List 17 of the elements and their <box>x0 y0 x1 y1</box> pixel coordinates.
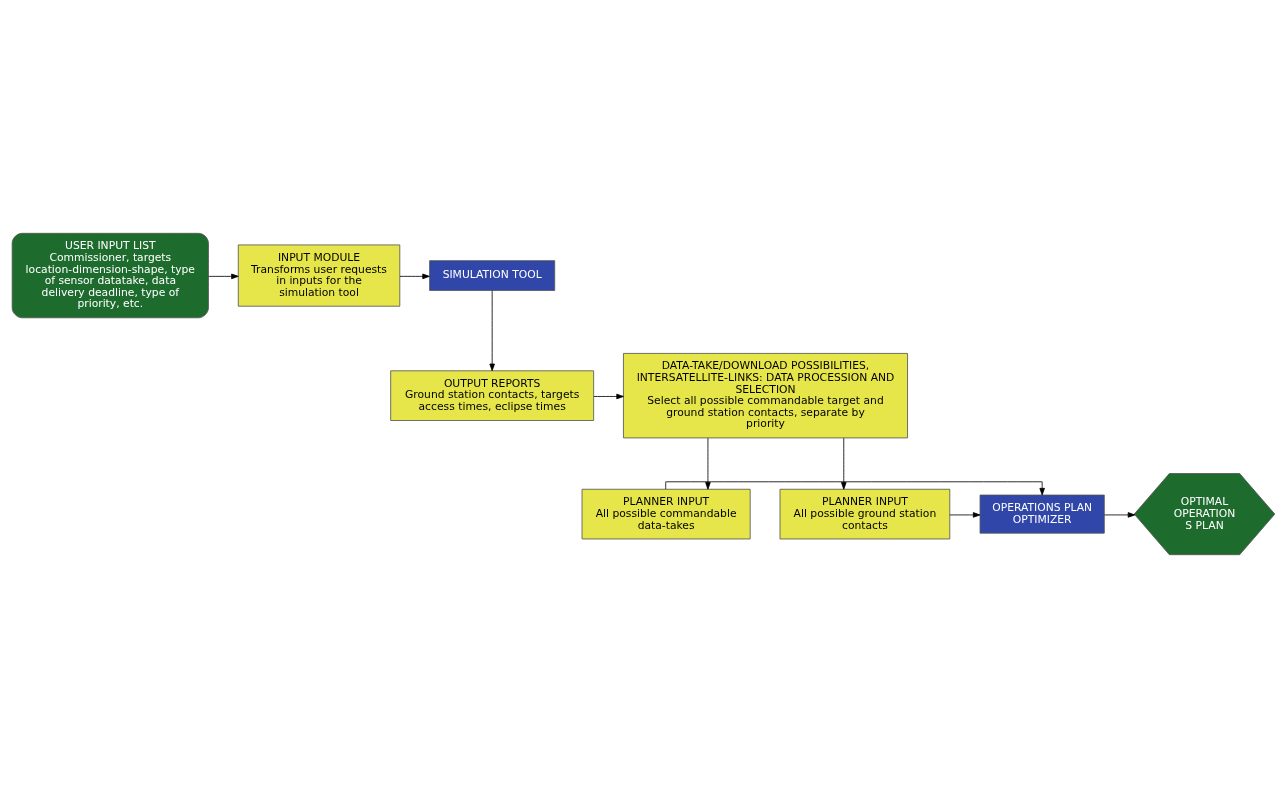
arrow <box>1104 511 1136 518</box>
node-box: OUTPUT REPORTS Ground station contacts, targets access times, eclipse times <box>390 369 595 421</box>
node-box: USER INPUT LIST Commissioner, targets location-dimension-shape, type of sensor datatake, data delivery deadline, type of priority, etc. <box>11 232 209 318</box>
arrow <box>665 480 1045 495</box>
node-box: INPUT MODULE Transforms user requests in inputs for the simulation tool <box>237 244 401 307</box>
node-box: SIMULATION TOOL <box>429 259 556 291</box>
arrow <box>489 289 495 371</box>
node-box: OPERATIONS PLAN OPTIMIZER <box>979 494 1105 534</box>
arrow <box>593 393 624 399</box>
node-box: DATA-TAKE/DOWNLOAD POSSIBILITIES, INTERSATELLITE-LINKS: DATA PROCESSION AND SELECTION Select all possible commandable target and ground station contacts, separate by priority <box>623 352 908 438</box>
node-box: PLANNER INPUT All possible commandable data-takes <box>581 488 751 539</box>
arrow <box>399 273 430 279</box>
arrow <box>949 511 981 518</box>
arrow <box>841 437 847 490</box>
arrow <box>705 437 711 490</box>
arrow <box>208 273 239 279</box>
node-box: PLANNER INPUT All possible ground station contacts <box>779 488 951 539</box>
